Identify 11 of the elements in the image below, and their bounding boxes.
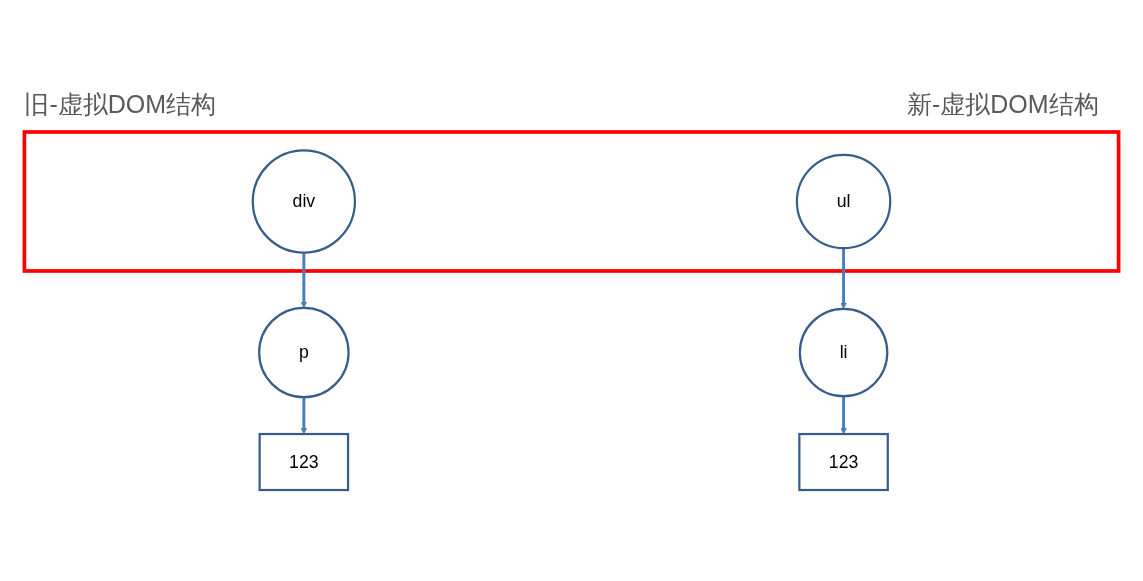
node-circle: p xyxy=(258,306,350,399)
tree-heading: 新-虚拟DOM结构 xyxy=(906,88,1099,120)
cluster xyxy=(22,130,1121,273)
arrow xyxy=(840,396,847,435)
arrow xyxy=(300,397,308,435)
node-circle: li xyxy=(798,307,889,398)
node-circle: ul xyxy=(795,153,892,250)
node-circle: div xyxy=(251,149,357,254)
node-box: 123 xyxy=(258,432,350,492)
tree-heading: 旧-虚拟DOM结构 xyxy=(24,88,217,120)
node-box: 123 xyxy=(798,432,889,492)
